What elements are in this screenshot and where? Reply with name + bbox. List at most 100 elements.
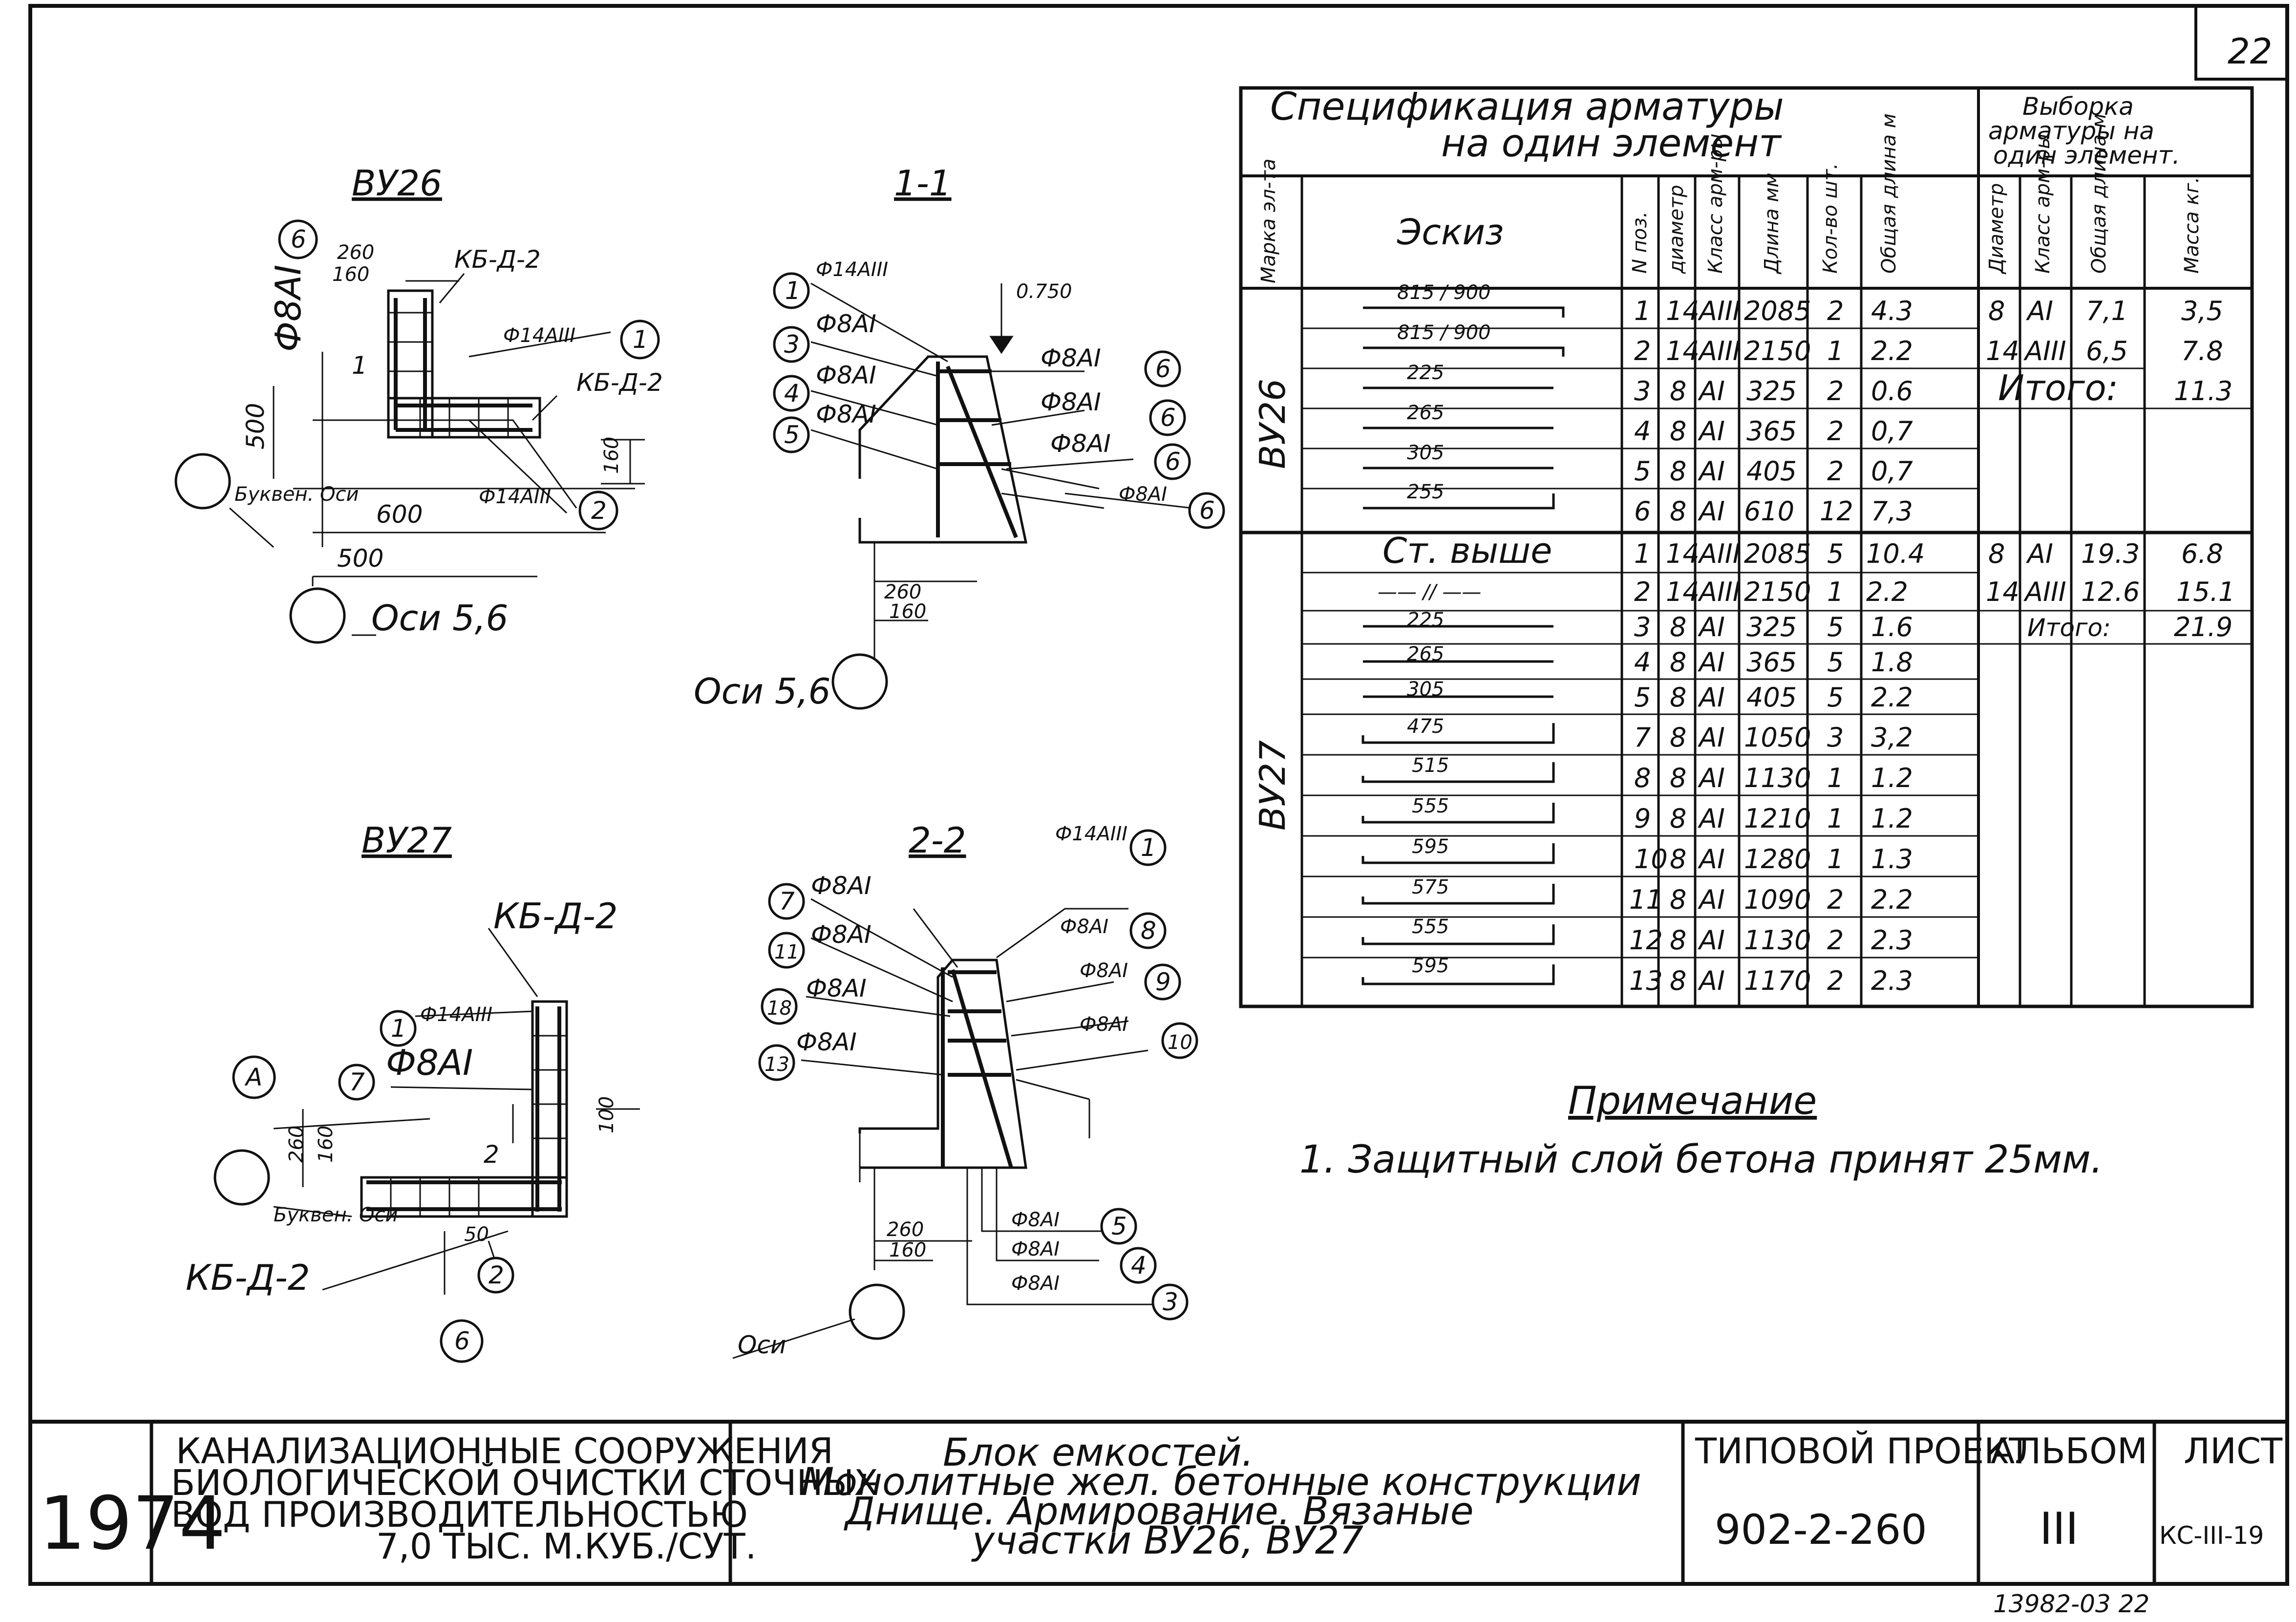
balloon-6-label: 6: [1160, 404, 1176, 432]
row-length: 405: [1746, 682, 1797, 713]
desc-line-4: участки ВУ26, ВУ27: [971, 1519, 1363, 1563]
label-p4: Ф8АI: [816, 361, 876, 389]
row-length: 1280: [1744, 844, 1811, 875]
axis-circle: [831, 653, 888, 710]
total-mass: 11.3: [2174, 376, 2232, 406]
group-mark-vu26: ВУ26: [1252, 379, 1293, 469]
balloon-18: [761, 988, 798, 1025]
row-diameter: 8: [1670, 496, 1686, 527]
row-class: АI: [1698, 965, 1725, 996]
row-pos: 8: [1634, 763, 1651, 793]
table-row: 225 3 8 АI 325 2 0.6: [1407, 362, 1913, 406]
balloon-11-label: 11: [774, 941, 799, 963]
balloon-6: [1149, 399, 1186, 436]
row-sketch: 815 / 900: [1397, 281, 1491, 304]
row-pos: 2: [1634, 336, 1651, 366]
balloon-11: [768, 932, 805, 969]
row-qty: 1: [1827, 763, 1844, 793]
balloon-7: [338, 1064, 375, 1101]
row-pos: 6: [1634, 496, 1651, 527]
album-label: АЛЬБОМ: [1991, 1430, 2147, 1472]
sel-total: 7,1: [2086, 296, 2128, 326]
balloon-3-label: 3: [1163, 1288, 1178, 1316]
label-level: 0.750: [1016, 280, 1072, 303]
dim-100: 100: [595, 1096, 618, 1133]
row-qty: 5: [1827, 682, 1844, 713]
row-pos: 4: [1634, 416, 1651, 447]
row-total: 2.2: [1871, 884, 1913, 915]
balloon-7-label: 7: [349, 1068, 365, 1096]
table-row: 555 12 8 АI 1130 2 2.3: [1412, 916, 1913, 956]
row-class: АI: [1698, 647, 1725, 678]
sel-class: АIII: [2023, 336, 2066, 366]
balloon-3-label: 3: [784, 330, 800, 359]
row-diameter: 8: [1670, 647, 1686, 678]
sheet-number: КС-III-19: [2159, 1521, 2264, 1550]
row-pos: 1: [1634, 538, 1651, 569]
row-length: 1130: [1744, 925, 1811, 956]
spec-table: [1239, 86, 2254, 1008]
row-qty: 2: [1827, 456, 1844, 487]
balloon-6-label: 6: [1165, 448, 1181, 476]
section-mark-2: 2: [484, 1140, 499, 1169]
dim-160: 160: [889, 1239, 926, 1261]
row-diameter: 14: [1666, 336, 1700, 366]
table-row: 575 11 8 АI 1090 2 2.2: [1412, 876, 1913, 915]
balloon-10: [1161, 1022, 1198, 1059]
row-length: 365: [1746, 647, 1797, 678]
row-sketch: 265: [1407, 402, 1444, 424]
hdr-class: Класс арм-ры: [1704, 133, 1727, 274]
table-row: 265 4 8 АI 365 5 1.8: [1407, 643, 1913, 678]
sel-class: АI: [2026, 296, 2053, 326]
row-diameter: 8: [1670, 884, 1686, 915]
project-number: 902-2-260: [1715, 1506, 1927, 1554]
table-row: 265 4 8 АI 365 2 0,7: [1407, 402, 1913, 447]
balloon-7-label: 7: [779, 887, 795, 916]
sel-diameter: 8: [1988, 296, 2005, 326]
dim-160: 160: [332, 263, 369, 286]
balloon-5: [1100, 1208, 1137, 1245]
table-row: 305 5 8 АI 405 2 0,7: [1407, 442, 1913, 487]
year: 1974: [39, 1481, 226, 1566]
row-class: АI: [1698, 376, 1725, 406]
balloon-4-label: 4: [784, 379, 800, 407]
row-qty: 2: [1827, 965, 1844, 996]
row-qty: 2: [1827, 416, 1844, 447]
dim-160: 160: [315, 1126, 337, 1163]
row-diameter: 8: [1670, 763, 1686, 793]
balloon-4: [773, 375, 810, 412]
dim-160v: 160: [600, 437, 623, 474]
row-diameter: 8: [1670, 722, 1686, 753]
section-2-2: 2-2 1 7 11: [732, 820, 1198, 1359]
row-total: 7,3: [1871, 496, 1913, 527]
row-class: АI: [1698, 844, 1725, 875]
row-class: АI: [1698, 496, 1725, 527]
axis-circle-letter: [174, 453, 231, 510]
hdr-total: Общая длина м: [1878, 113, 1900, 274]
selection-row: 14 АIII 12.6 15.1: [1986, 576, 2235, 607]
row-class: АI: [1698, 612, 1725, 642]
dim-260: 260: [884, 581, 921, 603]
axis-circle-num: [289, 587, 346, 644]
row-class: АIII: [1698, 336, 1741, 366]
balloon-A-label: А: [244, 1063, 262, 1091]
table-row: 595 10 8 АI 1280 1 1.3: [1412, 835, 1913, 875]
row-total: 1.2: [1871, 803, 1913, 834]
row-class: АI: [1698, 803, 1725, 834]
vu26-rows: 815 / 900 1 14 АIII 2085 2 4.3 815 / 900…: [1397, 281, 2232, 527]
section-mark-1: 1: [352, 351, 367, 380]
org-line-4: 7,0 ТЫС. М.КУБ./СУТ.: [376, 1526, 757, 1567]
row-qty: 1: [1827, 803, 1844, 834]
label-rebar-side: Ф8АI: [268, 265, 309, 352]
group-mark-vu27: ВУ27: [1252, 740, 1293, 831]
label-p1: Ф14АIII: [1055, 823, 1127, 845]
row-class: АI: [1698, 456, 1725, 487]
balloon-9-label: 9: [1155, 968, 1171, 996]
row-length: 1170: [1744, 965, 1811, 996]
balloon-6: [1188, 492, 1225, 529]
row-length: 325: [1746, 612, 1797, 642]
table-row: 595 13 8 АI 1170 2 2.3: [1412, 955, 1913, 996]
selection-row: 8 АI 7,1 3,5: [1988, 296, 2223, 326]
row-diameter: 8: [1670, 844, 1686, 875]
spec-title: Спецификация арматуры: [1270, 85, 1784, 129]
